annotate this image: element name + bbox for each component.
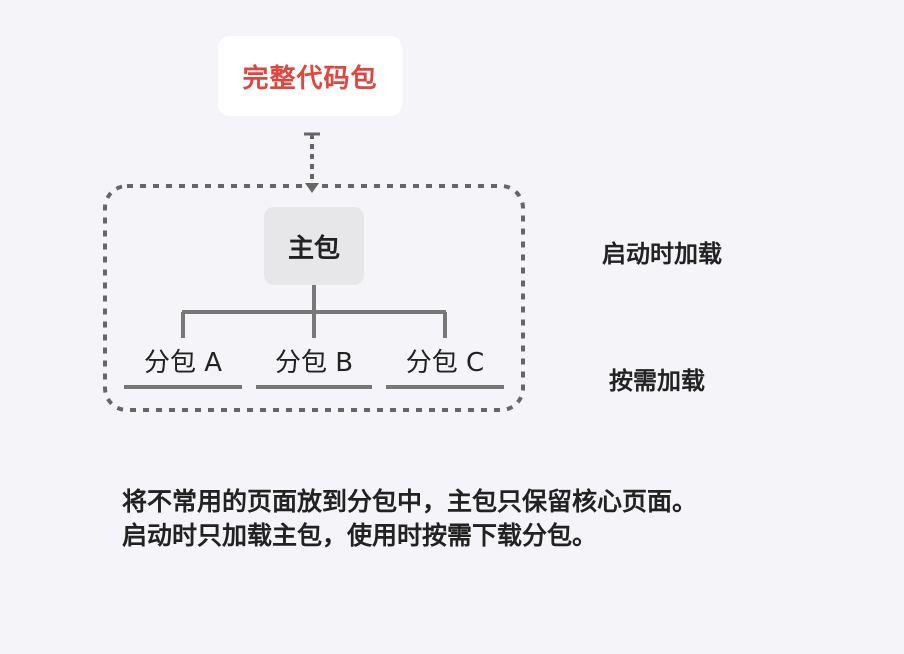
on-demand-load-label: 按需加载 [609, 367, 705, 395]
main-package-box: 主包 [264, 207, 364, 285]
subpackage-a-label: 分包 A [143, 348, 223, 378]
description-line-1: 将不常用的页面放到分包中，主包只保留核心页面。 [122, 487, 698, 516]
tree-connector [181, 285, 447, 338]
subpackage-b-label: 分包 B [274, 348, 354, 378]
description-line-2: 启动时只加载主包，使用时按需下载分包。 [122, 521, 598, 550]
full-package-label: 完整代码包 [242, 63, 378, 94]
startup-load-label: 启动时加载 [602, 240, 722, 268]
main-package-label: 主包 [287, 233, 340, 264]
load-arrow [304, 132, 320, 193]
full-package-box: 完整代码包 [218, 36, 402, 116]
subpackage-c-label: 分包 C [405, 348, 485, 378]
